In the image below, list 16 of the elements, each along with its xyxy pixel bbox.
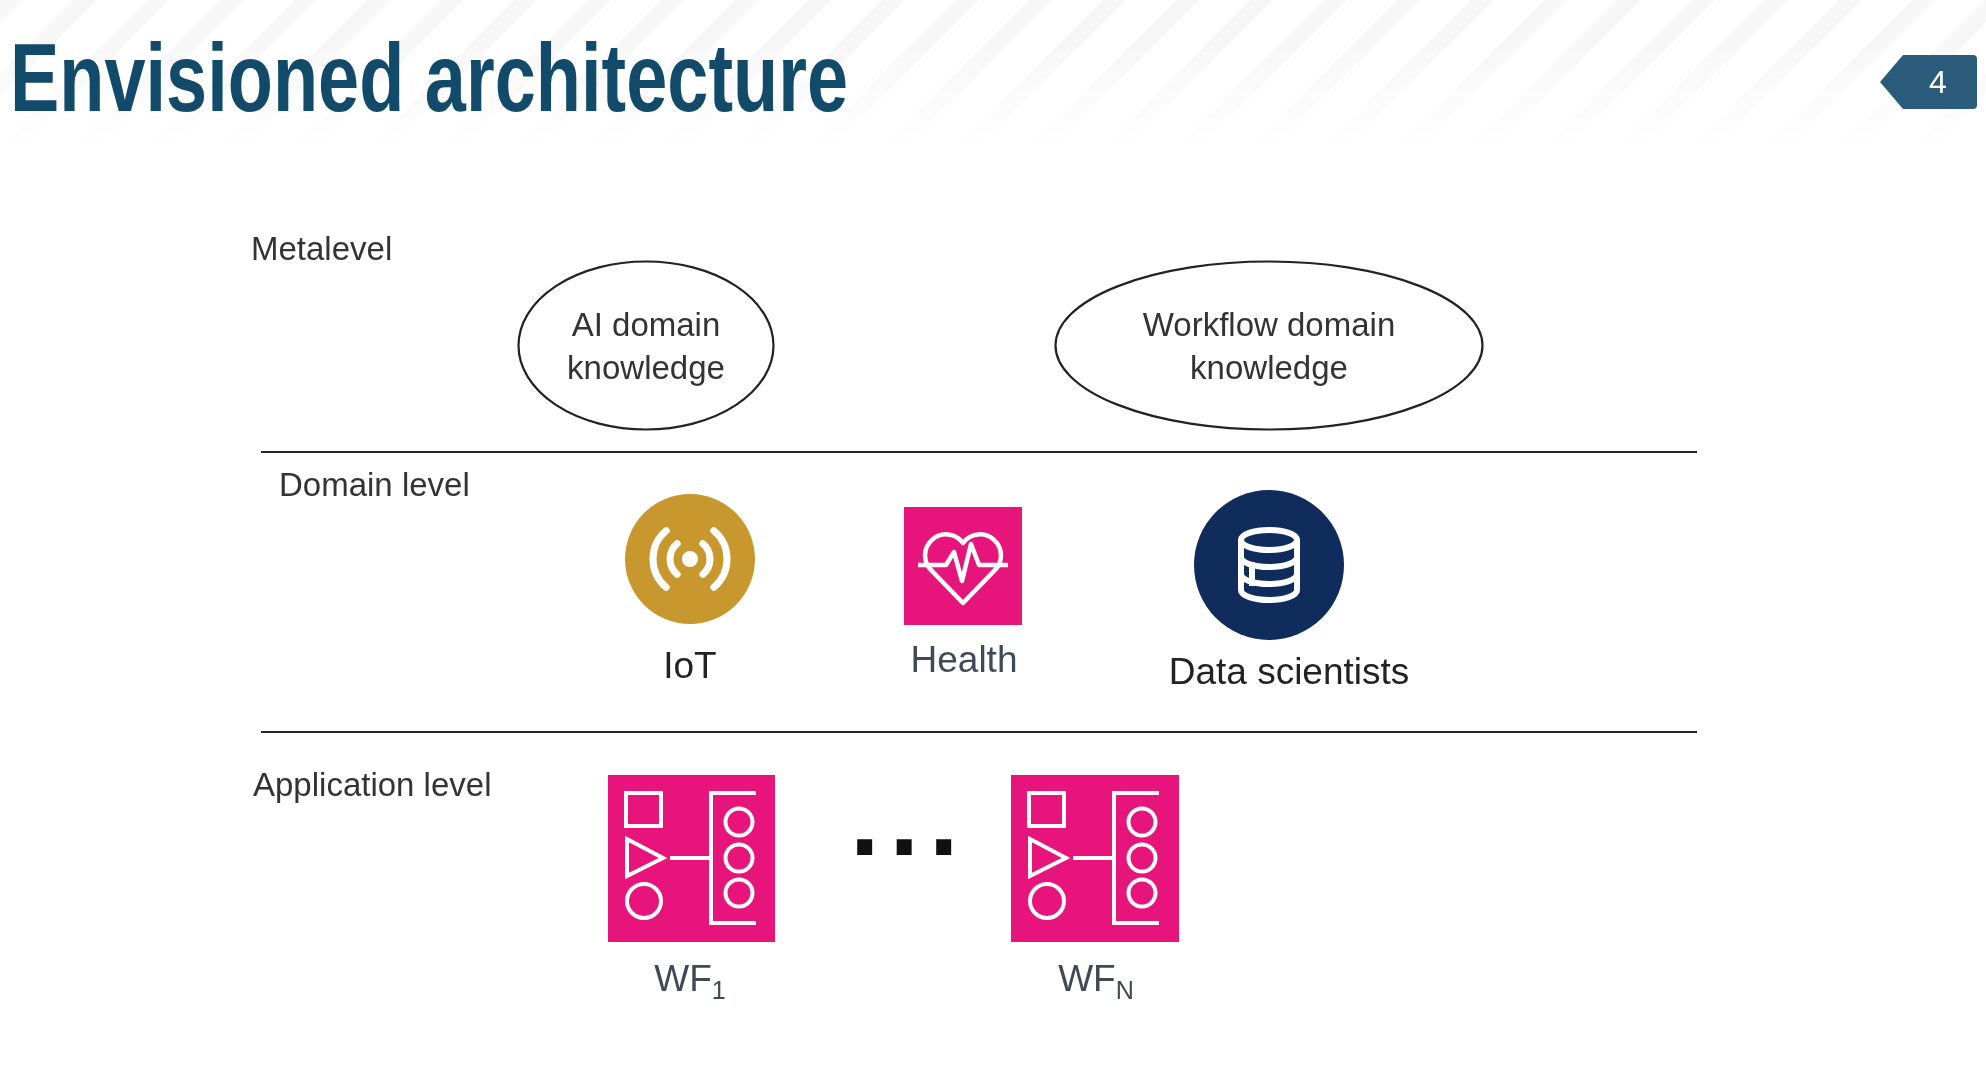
node-text: AI domain knowledge: [566, 304, 726, 388]
icon-caption: WF$_{1}$: [654, 957, 726, 1001]
ellipse-node: [517, 260, 775, 431]
icon-caption: Health: [910, 638, 1018, 682]
level-label: Application level: [253, 765, 492, 805]
page-number-tag: [1880, 54, 1978, 110]
node-text: Workflow domain knowledge: [1141, 304, 1397, 388]
icon-caption: Data scientists: [1168, 650, 1410, 694]
ellipsis: ...: [857, 840, 950, 855]
icon-caption: WF$_{N}$: [1058, 957, 1134, 1001]
ellipse-node: [1054, 260, 1484, 431]
slide-title: Envisioned architecture: [10, 30, 848, 126]
page-number: 4: [1929, 63, 1947, 102]
level-label: Metalevel: [251, 229, 393, 269]
icon-caption: IoT: [663, 644, 717, 688]
level-label: Domain level: [279, 465, 470, 505]
